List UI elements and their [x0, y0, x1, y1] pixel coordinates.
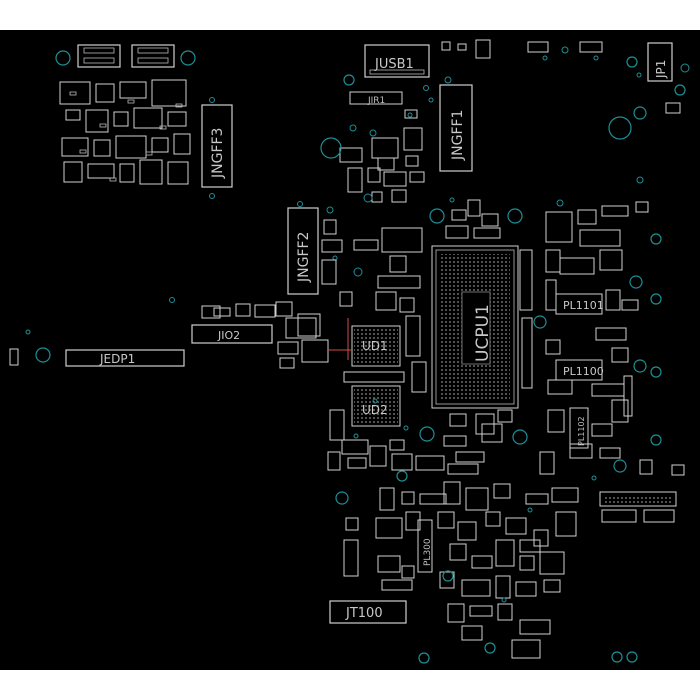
mounting-hole [343, 74, 355, 86]
connector-jngff1[interactable]: JNGFF1 [439, 84, 473, 172]
mounting-hole [650, 434, 662, 446]
mounting-hole [613, 459, 627, 473]
pcb-board-viewer[interactable]: JNGFF3 JUSB1 JIR1 JNGFF1 JP1 [0, 30, 700, 670]
mounting-hole [650, 233, 662, 245]
mounting-hole [335, 491, 349, 505]
mounting-hole [180, 50, 196, 66]
label-jp1: JP1 [654, 60, 668, 79]
connector-jngff2[interactable]: JNGFF2 [287, 207, 319, 295]
mounting-hole [533, 315, 547, 329]
top-left-component-cluster [55, 44, 196, 185]
jfan-connector[interactable] [511, 639, 541, 659]
label-ud1: UD1 [362, 339, 388, 353]
connector-jngff3[interactable]: JNGFF3 [201, 97, 233, 199]
mounting-hole [418, 652, 430, 664]
connector-jt100[interactable]: JT100 [329, 600, 407, 624]
label-jio2: JIO2 [217, 329, 240, 342]
label-ud2: UD2 [362, 403, 388, 417]
mounting-hole [608, 116, 632, 140]
label-jir1: JIR1 [367, 96, 385, 106]
label-jngff1: JNGFF1 [450, 110, 466, 161]
mounting-hole [442, 570, 454, 582]
connector-jusb1[interactable]: JUSB1 [364, 44, 430, 78]
inductor-pl300[interactable]: PL300 [417, 519, 433, 573]
mounting-hole [650, 366, 662, 378]
connector-jir1[interactable]: JIR1 [349, 91, 403, 106]
usbc-connector-right[interactable] [131, 44, 175, 68]
connector-jedp1[interactable]: JEDP1 [65, 349, 185, 367]
label-pl1101: PL1101 [563, 299, 604, 312]
ic-small [297, 313, 321, 337]
usbc-connector-left[interactable] [77, 44, 121, 68]
label-jedp1: JEDP1 [99, 352, 135, 366]
mounting-hole [629, 275, 643, 289]
mounting-hole [650, 293, 662, 305]
label-pl300: PL300 [423, 538, 433, 566]
label-jusb1: JUSB1 [374, 57, 414, 72]
memory-ud1[interactable]: UD1 [351, 325, 401, 367]
label-pl1102: PL1102 [577, 416, 586, 446]
memory-ud2[interactable]: UD2 [351, 385, 401, 427]
mounting-hole [484, 642, 496, 654]
mounting-hole [35, 347, 51, 363]
connector-jp1[interactable]: JP1 [647, 42, 673, 82]
mounting-hole [611, 651, 623, 663]
small-connector [343, 539, 359, 577]
mounting-hole [55, 50, 71, 66]
mounting-hole [419, 426, 435, 442]
ic-small [519, 539, 541, 553]
mounting-hole [396, 470, 408, 482]
inductor-pl1101[interactable]: PL1101 [555, 293, 604, 315]
inductor-pl1102[interactable]: PL1102 [569, 407, 589, 449]
mounting-hole [626, 56, 638, 68]
label-ucpu1: UCPU1 [473, 304, 493, 362]
label-jt100: JT100 [345, 606, 383, 621]
label-pl1100: PL1100 [563, 365, 604, 378]
mounting-hole [429, 208, 445, 224]
inductor [559, 257, 595, 275]
label-jngff2: JNGFF2 [296, 232, 312, 283]
mounting-hole [507, 208, 523, 224]
connector-strip-right[interactable] [599, 491, 677, 523]
mounting-hole [320, 137, 342, 159]
pcb-layout: JNGFF3 JUSB1 JIR1 JNGFF1 JP1 [9, 39, 690, 664]
connector-jio2[interactable]: JIO2 [191, 324, 273, 344]
inductor-pl1100[interactable]: PL1100 [555, 359, 604, 381]
label-jngff3: JNGFF3 [210, 128, 226, 179]
mounting-hole [512, 429, 528, 445]
cpu-ucpu1[interactable]: UCPU1 [431, 245, 519, 409]
mounting-hole [633, 359, 647, 373]
mounting-hole [626, 651, 638, 663]
mounting-hole [633, 106, 647, 120]
mounting-hole [674, 84, 686, 96]
